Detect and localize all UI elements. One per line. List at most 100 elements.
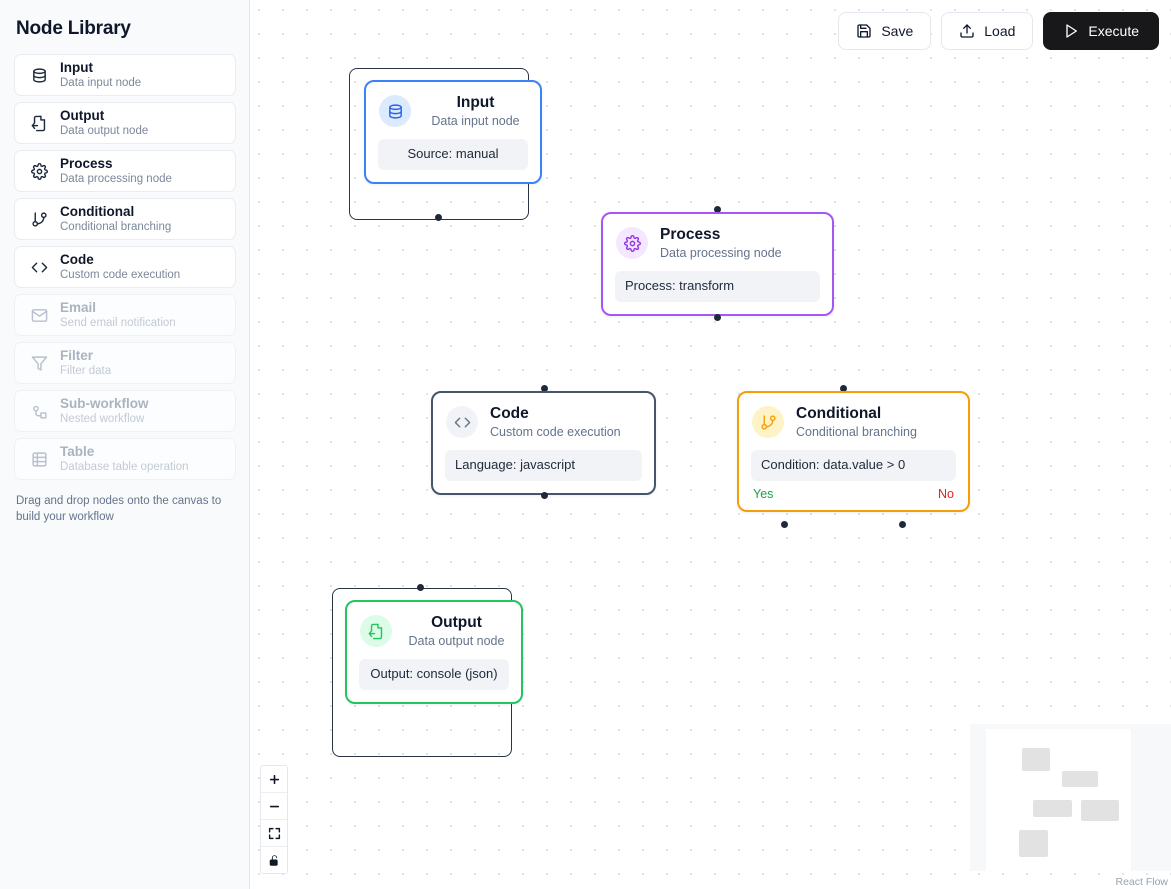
code-brackets-icon — [446, 406, 478, 439]
node-library-item-process[interactable]: Process Data processing node — [14, 150, 236, 192]
flow-canvas[interactable]: Save Load Execute — [250, 0, 1171, 889]
node-library-item-label: Email — [60, 300, 97, 316]
node-title: Process — [660, 226, 721, 243]
database-icon — [379, 95, 411, 128]
node-library-item-output[interactable]: Output Data output node — [14, 102, 236, 144]
node-library-item-table[interactable]: Table Database table operation — [14, 438, 236, 480]
node-library-sidebar: Node Library Input Data input node Outpu… — [0, 0, 250, 889]
load-button-label: Load — [984, 23, 1016, 39]
node-handle-target[interactable] — [840, 385, 847, 392]
node-field-value: Language: javascript — [445, 450, 642, 482]
branch-labels: Yes No — [739, 487, 968, 510]
node-subtitle: Conditional branching — [796, 424, 917, 439]
node-library-item-desc: Filter data — [60, 364, 112, 377]
node-field-value: Output: console (json) — [359, 659, 509, 691]
node-library-item-label: Table — [60, 444, 95, 460]
canvas-node-process[interactable]: Process Data processing node Process: tr… — [601, 212, 834, 317]
react-flow-attribution[interactable]: React Flow — [1115, 876, 1168, 888]
node-handle-target[interactable] — [714, 206, 721, 213]
node-handle-source[interactable] — [435, 214, 442, 221]
save-button[interactable]: Save — [838, 12, 932, 50]
sidebar-hint-text: Drag and drop nodes onto the canvas to b… — [16, 495, 222, 523]
node-library-item-desc: Conditional branching — [60, 220, 172, 233]
file-output-icon — [360, 615, 392, 648]
node-library-item-desc: Send email notification — [60, 316, 176, 329]
node-library-item-desc: Custom code execution — [60, 268, 181, 281]
canvas-node-output[interactable]: Output Data output node Output: console … — [345, 600, 523, 705]
canvas-node-conditional[interactable]: Conditional Conditional branching Condit… — [737, 391, 970, 513]
node-header: Output Data output node — [347, 602, 521, 649]
node-library-item-email[interactable]: Email Send email notification — [14, 294, 236, 336]
file-output-icon — [29, 113, 49, 133]
node-library-item-code[interactable]: Code Custom code execution — [14, 246, 236, 288]
node-handle-source-yes[interactable] — [781, 521, 788, 528]
node-subtitle: Data output node — [408, 633, 505, 648]
zoom-out-icon[interactable] — [261, 793, 287, 820]
envelope-icon — [29, 305, 49, 325]
minimap-node — [1019, 830, 1048, 857]
floppy-disk-icon — [856, 23, 872, 39]
branch-label-yes: Yes — [753, 487, 774, 502]
load-button[interactable]: Load — [941, 12, 1034, 50]
upload-icon — [959, 23, 975, 39]
canvas-node-input[interactable]: Input Data input node Source: manual — [364, 80, 542, 185]
node-title: Conditional — [796, 405, 882, 422]
minimap-node — [1081, 800, 1119, 821]
minimap-node — [1022, 748, 1050, 771]
node-handle-source-no[interactable] — [899, 521, 906, 528]
node-subtitle: Custom code execution — [490, 424, 621, 439]
execute-button[interactable]: Execute — [1043, 12, 1159, 50]
node-library-item-conditional[interactable]: Conditional Conditional branching — [14, 198, 236, 240]
node-handle-source[interactable] — [714, 314, 721, 321]
git-branch-icon — [29, 209, 49, 229]
minimap-node — [1062, 771, 1098, 787]
node-handle-source[interactable] — [541, 492, 548, 499]
git-branch-icon — [752, 406, 784, 439]
minimap-node — [1033, 800, 1072, 817]
database-icon — [29, 65, 49, 85]
code-brackets-icon — [29, 257, 49, 277]
node-header: Process Data processing node — [603, 214, 832, 261]
table-icon — [29, 449, 49, 469]
node-library-item-label: Filter — [60, 348, 94, 364]
node-library-item-desc: Nested workflow — [60, 412, 145, 425]
node-field-value: Condition: data.value > 0 — [751, 450, 956, 482]
node-header: Code Custom code execution — [433, 393, 654, 440]
node-library-item-sub-workflow[interactable]: Sub-workflow Nested workflow — [14, 390, 236, 432]
fit-view-icon[interactable] — [261, 820, 287, 847]
canvas-toolbar: Save Load Execute — [838, 12, 1159, 50]
minimap[interactable] — [970, 724, 1171, 871]
node-library-item-desc: Database table operation — [60, 460, 189, 473]
node-library-item-label: Input — [60, 60, 93, 76]
node-handle-target[interactable] — [417, 584, 424, 591]
node-library-item-desc: Data input node — [60, 76, 142, 89]
page-title: Node Library — [16, 18, 131, 39]
node-library-item-label: Output — [60, 108, 105, 124]
node-library-item-label: Code — [60, 252, 94, 268]
node-subtitle: Data input node — [431, 113, 520, 128]
node-library-item-label: Sub-workflow — [60, 396, 149, 412]
gear-icon — [616, 227, 648, 260]
save-button-label: Save — [881, 23, 914, 39]
node-library-item-label: Process — [60, 156, 113, 172]
lock-open-icon[interactable] — [261, 847, 287, 873]
node-handle-target[interactable] — [541, 385, 548, 392]
canvas-controls — [260, 765, 288, 874]
branch-label-no: No — [938, 487, 954, 502]
node-library-item-label: Conditional — [60, 204, 135, 220]
node-library-item-desc: Data output node — [60, 124, 149, 137]
node-title: Output — [431, 614, 482, 631]
funnel-icon — [29, 353, 49, 373]
node-library-item-desc: Data processing node — [60, 172, 172, 185]
node-title: Code — [490, 405, 529, 422]
node-subtitle: Data processing node — [660, 245, 782, 260]
canvas-node-code[interactable]: Code Custom code execution Language: jav… — [431, 391, 656, 496]
play-icon — [1063, 23, 1079, 39]
node-title: Input — [456, 94, 495, 111]
node-library-item-input[interactable]: Input Data input node — [14, 54, 236, 96]
zoom-in-icon[interactable] — [261, 766, 287, 793]
node-library-item-filter[interactable]: Filter Filter data — [14, 342, 236, 384]
node-header: Input Data input node — [366, 82, 540, 129]
gear-icon — [29, 161, 49, 181]
